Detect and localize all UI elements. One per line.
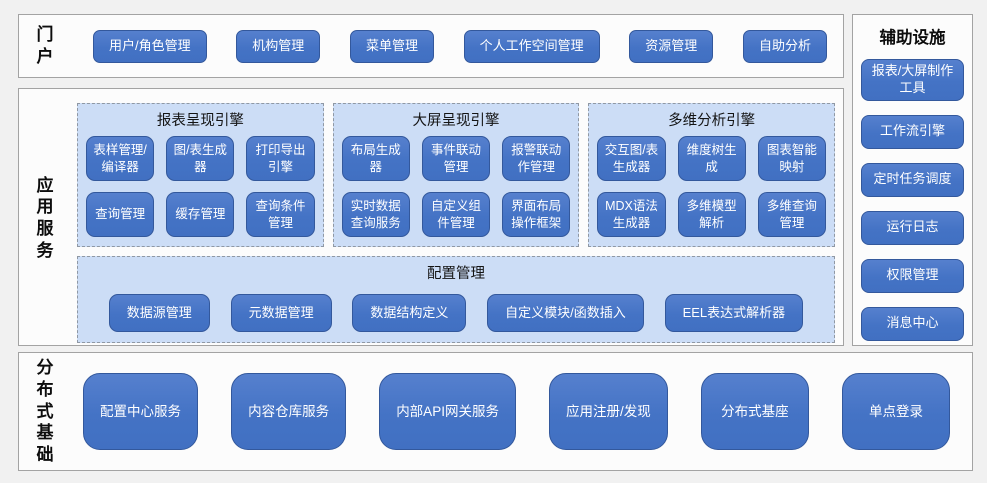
engine-block-event-linkage-mgmt: 事件联动管理 [421,136,491,181]
engine-block-alarm-action-mgmt: 报警联动作管理 [502,136,571,181]
aux-block-authoring-tool: 报表/大屏制作工具 [861,59,964,101]
aux-block-scheduler: 定时任务调度 [861,162,964,197]
engine-block-mdx-generator: MDX语法生成器 [597,192,666,237]
config-block-datasource-mgmt: 数据源管理 [108,294,210,332]
config-mgmt-panel: 配置管理 数据源管理 元数据管理 数据结构定义 自定义模块/函数插入 EEL表达… [77,256,835,343]
portal-section: 门户 用户/角色管理 机构管理 菜单管理 个人工作空间管理 资源管理 自助分析 [18,14,844,78]
aux-block-workflow-engine: 工作流引擎 [861,114,964,149]
portal-label: 门户 [36,25,54,66]
config-block-eel-parser: EEL表达式解析器 [664,294,804,332]
aux-block-message-center: 消息中心 [861,306,964,341]
portal-block-menu-mgmt: 菜单管理 [349,29,434,63]
engine-block-template-compiler: 表样管理/编译器 [86,136,155,181]
engine-block-realtime-query-service: 实时数据查询服务 [341,192,410,237]
foundation-block-api-gateway: 内部API网关服务 [379,373,516,450]
foundation-section: 分布式基础 配置中心服务 内容仓库服务 内部API网关服务 应用注册/发现 分布… [18,352,973,471]
bigscreen-engine-grid: 布局生成器 事件联动管理 报警联动作管理 实时数据查询服务 自定义组件管理 界面… [341,136,571,237]
engines-row: 报表呈现引擎 表样管理/编译器 图/表生成器 打印导出引擎 查询管理 缓存管理 … [77,103,836,247]
foundation-block-distributed-base: 分布式基座 [700,373,809,450]
bigscreen-engine-panel: 大屏呈现引擎 布局生成器 事件联动管理 报警联动作管理 实时数据查询服务 自定义… [332,103,580,247]
olap-engine-title: 多维分析引擎 [668,113,756,129]
config-mgmt-title: 配置管理 [427,266,485,282]
foundation-block-config-center: 配置中心服务 [83,373,198,450]
engine-block-layout-generator: 布局生成器 [341,136,410,181]
auxiliary-title: 辅助设施 [879,29,946,47]
config-mgmt-row: 数据源管理 元数据管理 数据结构定义 自定义模块/函数插入 EEL表达式解析器 [88,294,824,332]
engine-block-interactive-chart-generator: 交互图/表生成器 [597,136,666,181]
report-engine-title: 报表呈现引擎 [156,113,244,129]
engine-block-multidim-query-mgmt: 多维查询管理 [757,192,827,237]
config-block-custom-module-insert: 自定义模块/函数插入 [487,294,644,332]
portal-block-resource-mgmt: 资源管理 [629,29,714,63]
app-services-label: 应用服务 [36,175,54,260]
portal-block-user-role-mgmt: 用户/角色管理 [93,29,207,63]
config-block-data-structure-def: 数据结构定义 [352,294,467,332]
app-services-body: 报表呈现引擎 表样管理/编译器 图/表生成器 打印导出引擎 查询管理 缓存管理 … [77,103,836,343]
engine-block-smart-chart-mapping: 图表智能映射 [757,136,827,181]
portal-block-workspace-mgmt: 个人工作空间管理 [463,29,600,63]
foundation-label: 分布式基础 [36,358,54,465]
engine-block-cache-mgmt: 缓存管理 [166,192,235,237]
foundation-row: 配置中心服务 内容仓库服务 内部API网关服务 应用注册/发现 分布式基座 单点… [83,373,950,450]
foundation-block-sso: 单点登录 [842,373,950,450]
engine-block-chart-table-generator: 图/表生成器 [166,136,235,181]
foundation-block-content-repo: 内容仓库服务 [231,373,347,450]
engine-block-dimension-tree: 维度树生成 [677,136,746,181]
portal-block-org-mgmt: 机构管理 [236,29,321,63]
report-engine-panel: 报表呈现引擎 表样管理/编译器 图/表生成器 打印导出引擎 查询管理 缓存管理 … [77,103,324,247]
auxiliary-section: 辅助设施 报表/大屏制作工具 工作流引擎 定时任务调度 运行日志 权限管理 消息… [852,14,973,346]
engine-block-query-mgmt: 查询管理 [86,192,155,237]
olap-engine-grid: 交互图/表生成器 维度树生成 图表智能映射 MDX语法生成器 多维模型解析 多维… [597,136,827,237]
bigscreen-engine-title: 大屏呈现引擎 [412,113,500,129]
aux-block-permission-mgmt: 权限管理 [861,258,964,293]
portal-block-row: 用户/角色管理 机构管理 菜单管理 个人工作空间管理 资源管理 自助分析 [93,29,827,63]
config-block-metadata-mgmt: 元数据管理 [230,294,332,332]
engine-block-ui-layout-framework: 界面布局操作框架 [502,192,571,237]
report-engine-grid: 表样管理/编译器 图/表生成器 打印导出引擎 查询管理 缓存管理 查询条件管理 [86,136,315,237]
aux-block-run-log: 运行日志 [861,210,964,245]
engine-block-multidim-model-parse: 多维模型解析 [677,192,746,237]
app-services-section: 应用服务 报表呈现引擎 表样管理/编译器 图/表生成器 打印导出引擎 查询管理 … [18,88,844,346]
foundation-block-app-registry: 应用注册/发现 [549,373,668,450]
olap-engine-panel: 多维分析引擎 交互图/表生成器 维度树生成 图表智能映射 MDX语法生成器 多维… [588,103,836,247]
portal-block-self-analysis: 自助分析 [742,29,827,63]
engine-block-print-export: 打印导出引擎 [246,136,315,181]
auxiliary-list: 报表/大屏制作工具 工作流引擎 定时任务调度 运行日志 权限管理 消息中心 [853,59,972,341]
engine-block-query-condition-mgmt: 查询条件管理 [246,192,315,237]
engine-block-custom-component-mgmt: 自定义组件管理 [421,192,491,237]
